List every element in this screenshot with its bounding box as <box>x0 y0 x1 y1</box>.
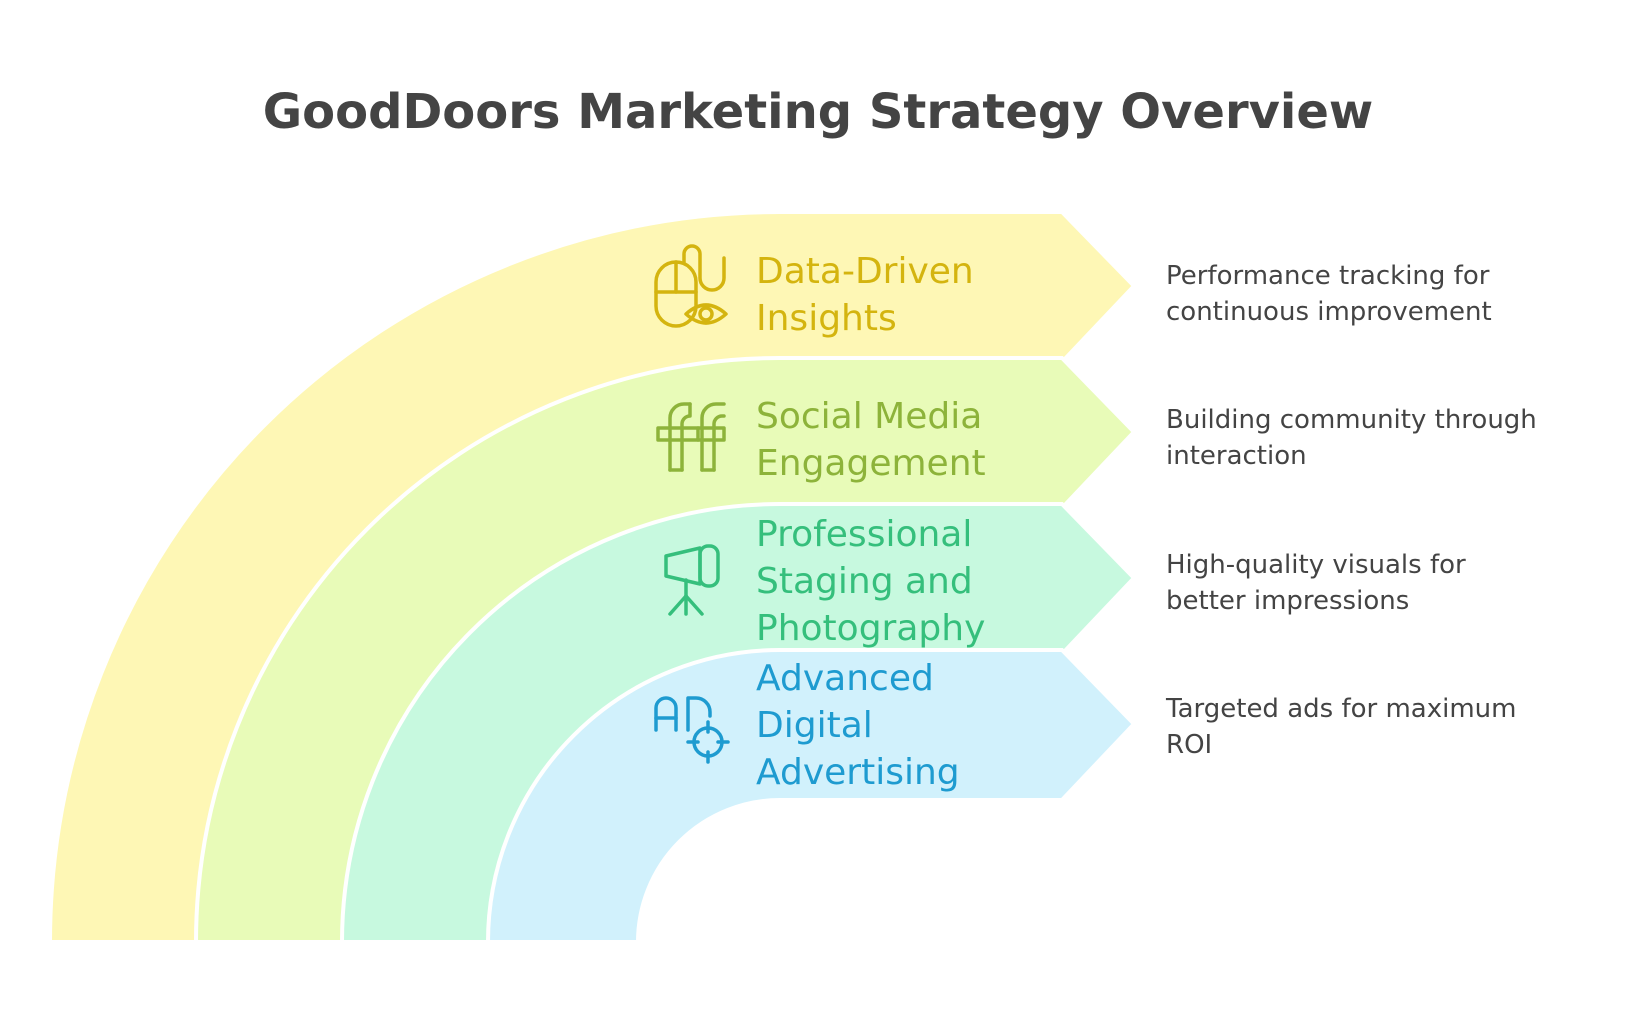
layer-description: Performance tracking for continuous impr… <box>1166 261 1498 327</box>
layer-label: Data-Driven Insights <box>756 251 985 339</box>
layer-description: Building community through interaction <box>1166 405 1545 471</box>
ad-target-icon <box>654 696 730 764</box>
social-ff-icon <box>656 402 726 472</box>
mouse-eye-icon <box>654 244 728 328</box>
camera-tripod-icon <box>664 544 720 616</box>
layer-label: Advanced Digital Advertising <box>756 658 960 793</box>
layer-description: Targeted ads for maximum ROI <box>1165 694 1525 760</box>
layer-professional-staging: Professional Staging and Photography Hig… <box>339 502 1474 944</box>
layer-description: High-quality visuals for better impressi… <box>1166 550 1474 616</box>
layer-band <box>485 648 1137 944</box>
diagram-title: GoodDoors Marketing Strategy Overview <box>263 84 1374 140</box>
layer-label: Social Media Engagement <box>756 396 994 484</box>
layer-advanced-digital-advertising: Advanced Digital Advertising Targeted ad… <box>485 648 1525 944</box>
layer-label: Professional Staging and Photography <box>756 514 985 649</box>
